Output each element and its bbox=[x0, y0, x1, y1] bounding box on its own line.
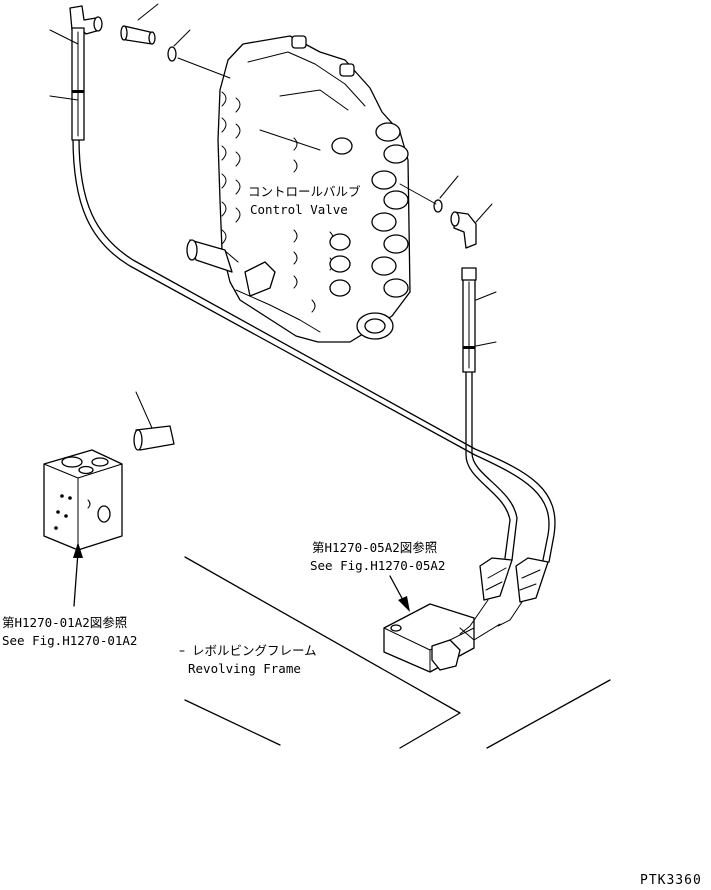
hose-end-right bbox=[461, 267, 497, 373]
valve-block-left bbox=[43, 449, 123, 551]
adapter-fitting-top bbox=[120, 3, 159, 45]
upper-reference-label-ja: 第H1270-05A2図参照 bbox=[312, 540, 437, 555]
elbow-fitting-right bbox=[450, 203, 493, 249]
frame-label-ja: レボルビングフレーム bbox=[192, 643, 317, 658]
arrow-to-ref-upper bbox=[389, 575, 410, 612]
revolving-frame-outline bbox=[184, 556, 611, 749]
hose-end-left bbox=[71, 27, 85, 141]
valve-block-right bbox=[383, 603, 501, 673]
control-valve-label-ja: コントロールバルブ bbox=[248, 184, 361, 199]
o-ring-right bbox=[399, 175, 459, 213]
arrow-to-ref-lower bbox=[73, 542, 83, 607]
hose-main bbox=[72, 137, 556, 563]
upper-reference-label-en: See Fig.H1270-05A2 bbox=[310, 558, 445, 573]
hose-right bbox=[465, 369, 518, 561]
hose-ends-right-pair bbox=[459, 557, 549, 635]
control-valve-body bbox=[186, 35, 411, 343]
leader-lines-top-left bbox=[49, 29, 79, 101]
lower-reference-label-en: See Fig.H1270-01A2 bbox=[2, 633, 137, 648]
control-valve-label-en: Control Valve bbox=[250, 202, 348, 217]
connector-fitting-left bbox=[133, 391, 175, 451]
lower-reference-label-ja: 第H1270-01A2図参照 bbox=[2, 615, 127, 630]
elbow-fitting-top-left bbox=[69, 5, 103, 35]
o-ring-top bbox=[167, 29, 231, 79]
frame-label-en: Revolving Frame bbox=[188, 661, 301, 676]
drawing-code: PTK3360 bbox=[640, 873, 702, 888]
